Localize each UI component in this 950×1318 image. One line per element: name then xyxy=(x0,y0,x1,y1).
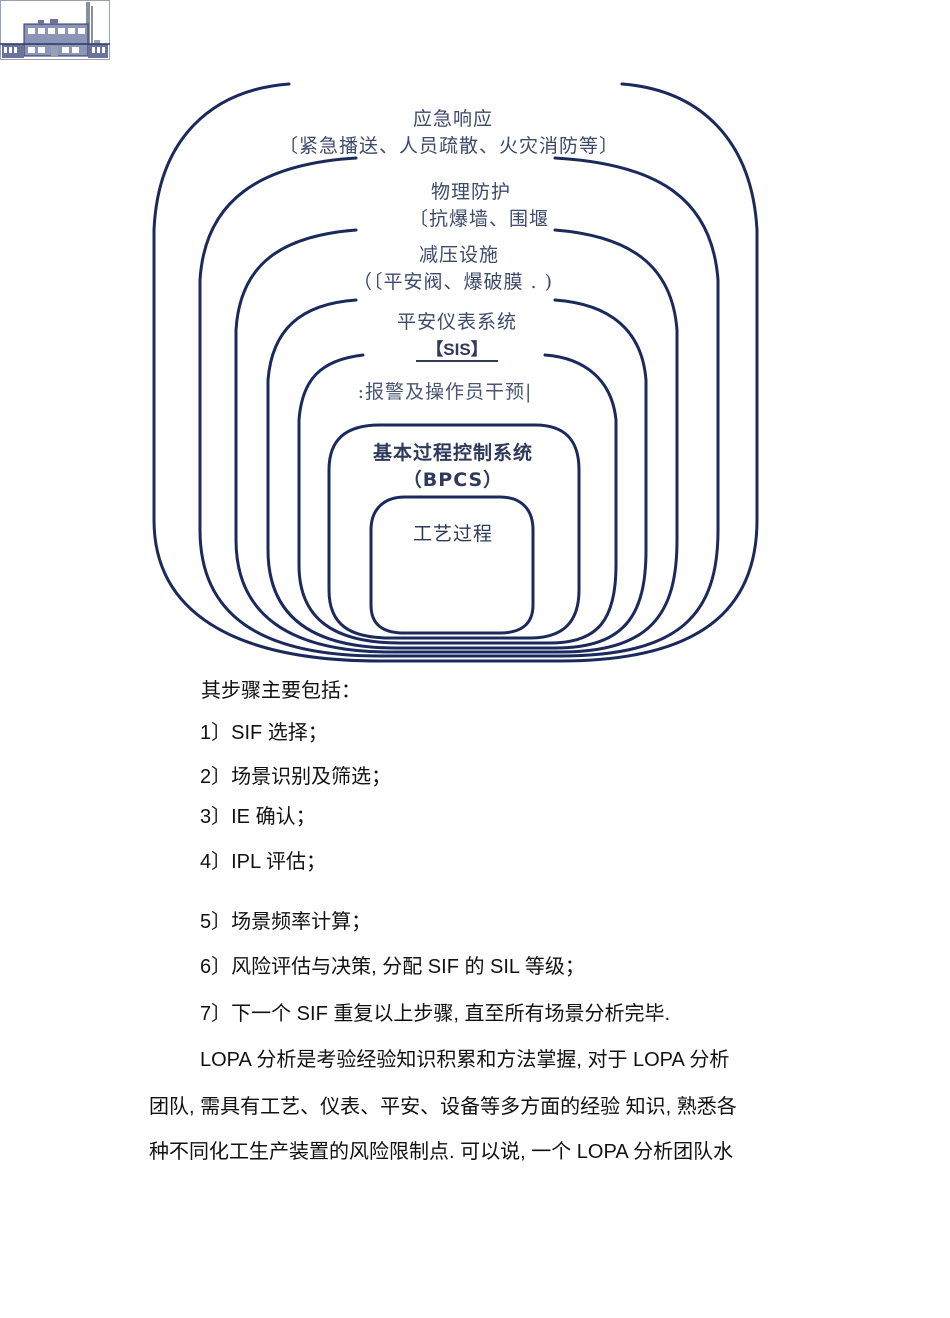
steps-intro: 其步骤主要包括： xyxy=(201,680,361,702)
layer-physical-title: 物理防护 xyxy=(430,181,511,203)
paragraph-line-2: 团队, 需具有工艺、仪表、平安、设备等多方面的经验 知识, 熟悉各 xyxy=(149,1096,737,1118)
layer-relief-subtitle: （〔平安阀、爆破膜 . ) xyxy=(352,271,554,293)
layer-sis-outline xyxy=(266,298,648,650)
layer-emergency-subtitle: 〔紧急播送、人员疏散、火灾消防等〕 xyxy=(278,135,619,157)
layer-emergency-title: 应急响应 xyxy=(412,108,493,130)
step-item-4: 4〕IPL 评估； xyxy=(200,851,326,873)
layer-bpcs-outline xyxy=(327,423,581,640)
layer-alarm-title: :报警及操作员干预| xyxy=(357,381,533,403)
layer-bpcs-subtitle: （BPCS） xyxy=(402,469,504,491)
step-item-2: 2〕场景识别及筛选； xyxy=(200,766,392,788)
layer-process-outline xyxy=(369,495,535,635)
step-item-1: 1〕SIF 选择； xyxy=(200,722,328,744)
layer-process-title: 工艺过程 xyxy=(412,523,493,545)
layer-sis-title: 平安仪表系统 xyxy=(396,311,517,333)
step-item-5: 5〕场景频率计算； xyxy=(200,911,372,933)
layer-physical-outline xyxy=(198,156,720,658)
layer-relief-title: 减压设施 xyxy=(418,244,499,266)
step-item-6: 6〕风险评估与决策, 分配 SIF 的 SIL 等级； xyxy=(200,956,585,978)
layer-relief-outline xyxy=(234,228,679,654)
layer-alarm-outline xyxy=(297,353,618,645)
paragraph-line-3: 种不同化工生产装置的风险限制点. 可以说, 一个 LOPA 分析团队水 xyxy=(149,1141,734,1163)
layer-bpcs-title: 基本过程控制系统 xyxy=(372,442,533,464)
step-item-3: 3〕IE 确认； xyxy=(200,806,316,828)
lopa-onion-diagram: 应急响应 〔紧急播送、人员疏散、火灾消防等〕 物理防护 〔抗爆墙、围堰 减压设施… xyxy=(0,0,910,663)
factory-icon xyxy=(0,0,110,60)
layer-emergency-outline xyxy=(152,82,759,663)
layer-sis-subtitle: 【SIS】 xyxy=(4,335,910,362)
step-item-7: 7〕下一个 SIF 重复以上步骤, 直至所有场景分析完毕. xyxy=(200,1003,671,1025)
protection-layers-arcs xyxy=(152,82,759,663)
paragraph-line-1: LOPA 分析是考验经验知识积累和方法掌握, 对于 LOPA 分析 xyxy=(200,1049,730,1071)
layer-physical-subtitle: 〔抗爆墙、围堰 xyxy=(408,208,549,230)
